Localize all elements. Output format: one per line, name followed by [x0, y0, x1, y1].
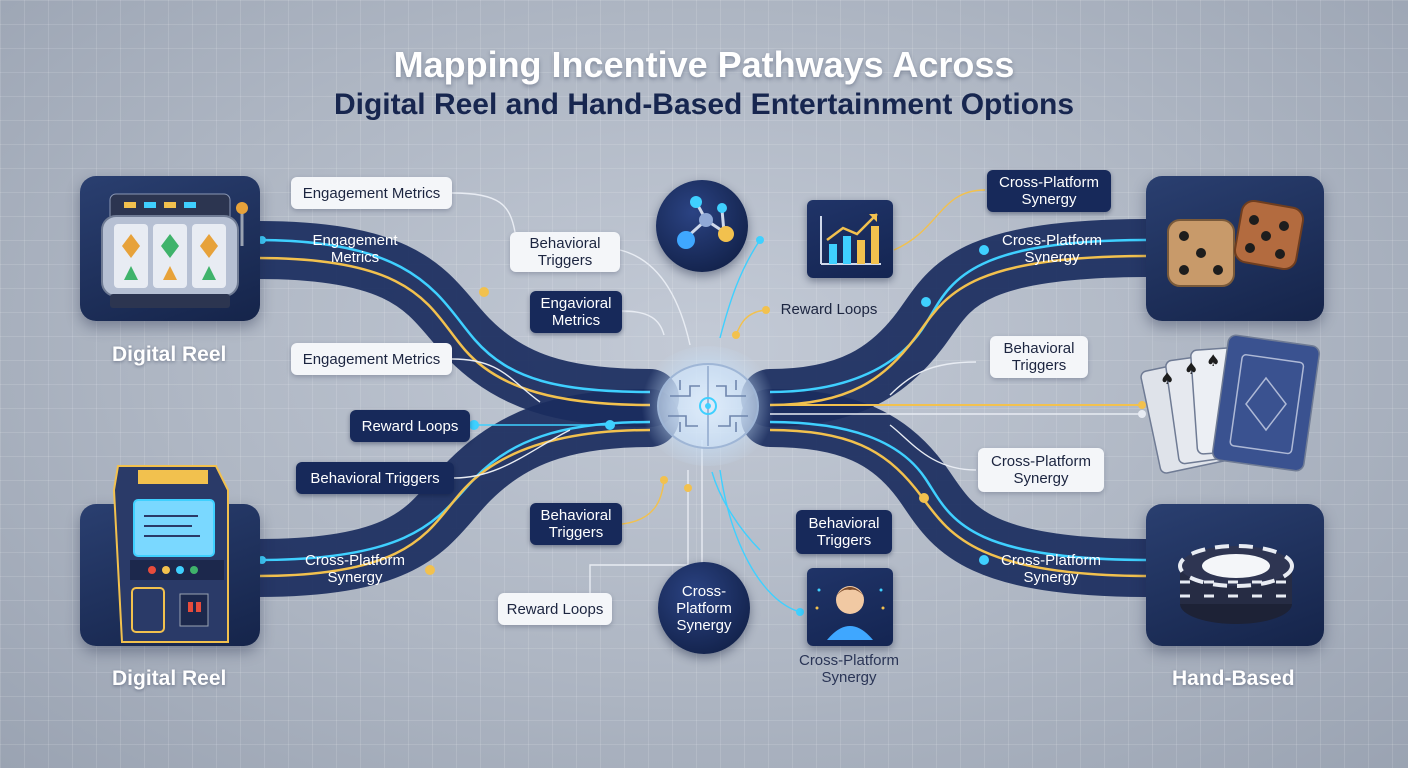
label-reward-loops-3[interactable]: Reward Loops	[780, 300, 878, 318]
label-engagement-metrics-2[interactable]: Engagement Metrics	[291, 343, 452, 375]
label-cross-platform-pipe-left: Cross-Platform Synergy	[304, 552, 405, 586]
arcade-cabinet-icon[interactable]	[108, 460, 238, 646]
person-box[interactable]	[807, 568, 893, 646]
dice-tile[interactable]	[1146, 176, 1324, 321]
label-behavioral-triggers-4[interactable]: Behavioral Triggers	[796, 510, 892, 554]
poker-chips-icon	[1178, 544, 1294, 624]
label-reward-loops-2[interactable]: Reward Loops	[498, 593, 612, 625]
label-engagement-metrics-pipe: Engagement Metrics	[312, 232, 398, 266]
glow-threads	[257, 238, 1151, 578]
slot-machine-icon	[101, 193, 248, 308]
right-bottom-pipe	[741, 389, 1179, 597]
svg-text:♠: ♠	[1160, 369, 1174, 388]
label-cross-platform-top[interactable]: Cross-Platform Synergy	[987, 170, 1111, 212]
molecule-network-icon	[677, 196, 734, 249]
digital-reel-top-label: Digital Reel	[112, 343, 227, 366]
connector-dots	[258, 236, 1146, 616]
cross-platform-circle-text: Cross-Platform Synergy	[676, 582, 732, 634]
hand-based-label: Hand-Based	[1172, 667, 1295, 690]
label-behavioral-triggers-3[interactable]: Behavioral Triggers	[530, 503, 622, 545]
label-behavioral-triggers-right[interactable]: Behavioral Triggers	[990, 336, 1088, 378]
svg-text:♠: ♠	[1206, 351, 1220, 370]
label-engagement-metrics-1[interactable]: Engagement Metrics	[291, 177, 452, 209]
slot-machine-tile[interactable]	[80, 176, 260, 321]
page-subtitle: Digital Reel and Hand-Based Entertainmen…	[333, 88, 1075, 121]
label-cross-platform-right-mid[interactable]: Cross-Platform Synergy	[978, 448, 1104, 492]
playing-cards-icon[interactable]: ♠ ♠ ♠	[1140, 334, 1330, 476]
label-cross-platform-person: Cross-Platform Synergy	[798, 652, 899, 686]
brain-circuit-icon[interactable]	[650, 356, 766, 456]
person-avatar-icon	[815, 586, 885, 640]
label-cross-platform-pipe-right-bottom: Cross-Platform Synergy	[1000, 552, 1101, 586]
label-reward-loops-1[interactable]: Reward Loops	[350, 410, 470, 442]
poker-chips-tile[interactable]	[1146, 504, 1324, 646]
label-behavioral-triggers-1[interactable]: Behavioral Triggers	[510, 232, 620, 272]
digital-reel-bottom-label: Digital Reel	[112, 667, 227, 690]
growth-chart-box[interactable]	[807, 200, 893, 278]
label-engavioral-metrics[interactable]: Engavioral Metrics	[530, 291, 622, 333]
dice-icon	[1167, 199, 1305, 287]
label-cross-platform-circle[interactable]: Cross-Platform Synergy	[658, 562, 750, 654]
svg-text:♠: ♠	[1184, 359, 1198, 378]
page-title: Mapping Incentive Pathways Across	[393, 44, 1015, 85]
label-behavioral-triggers-2[interactable]: Behavioral Triggers	[296, 462, 454, 494]
left-top-pipe	[229, 221, 679, 427]
label-cross-platform-pipe-right-top: Cross-Platform Synergy	[1001, 232, 1102, 266]
molecule-node[interactable]	[656, 180, 748, 272]
growth-chart-icon	[820, 213, 881, 265]
